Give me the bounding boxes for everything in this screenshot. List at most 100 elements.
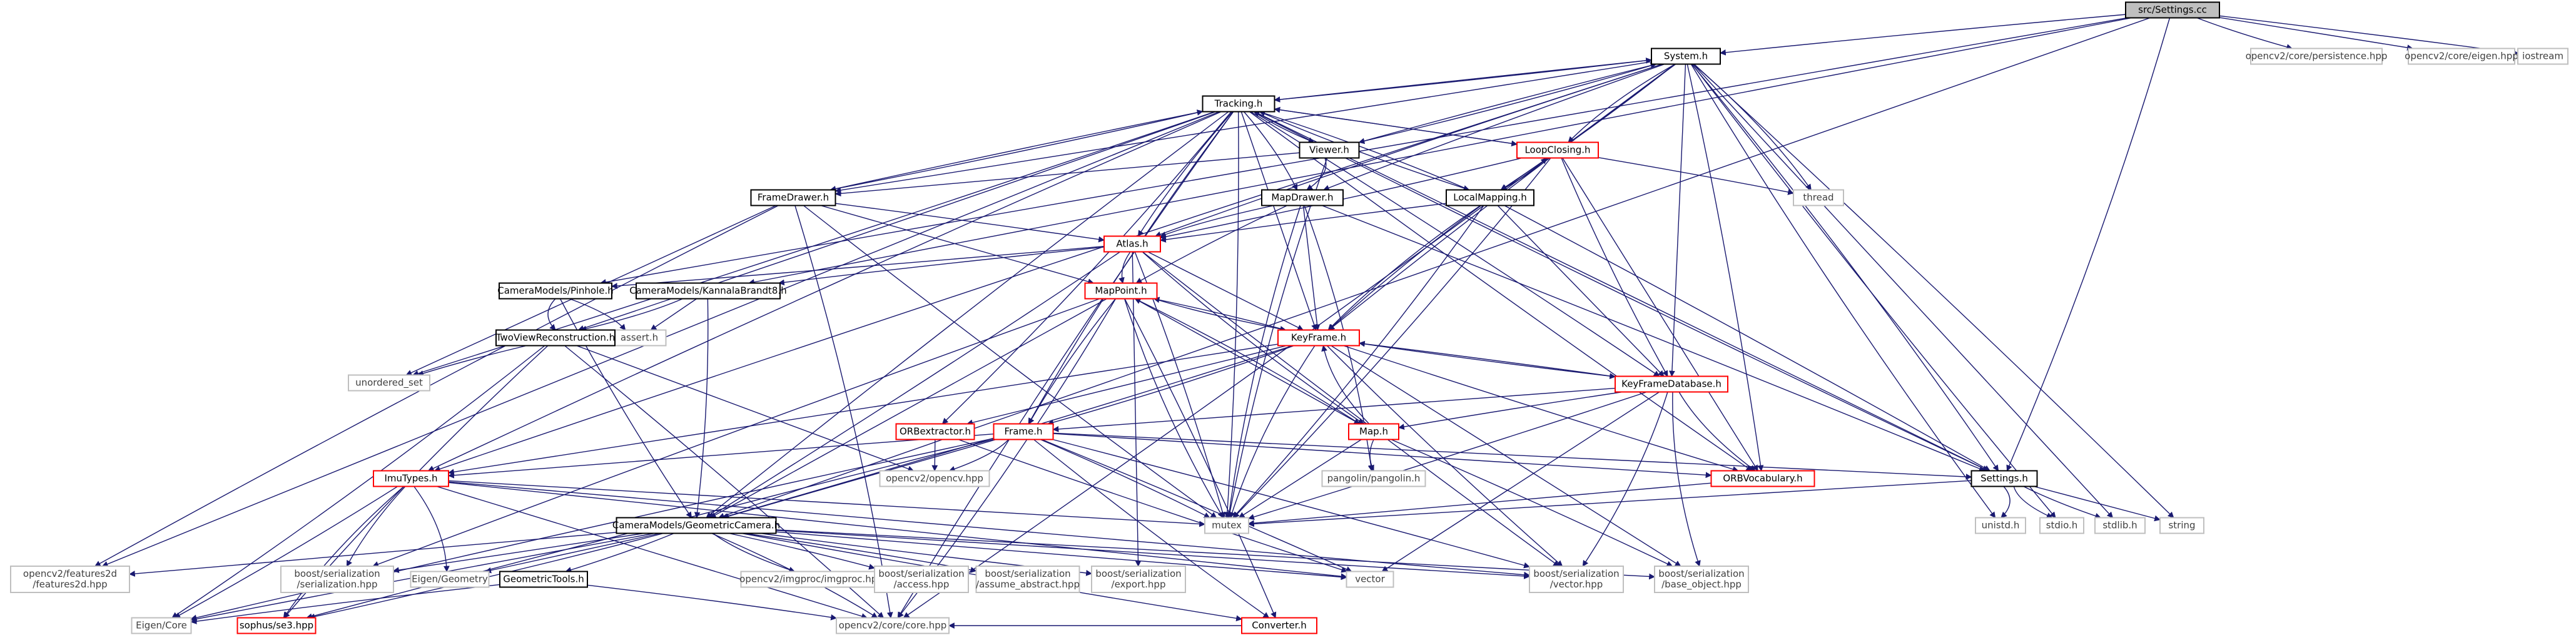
- node-label: TwoViewReconstruction.h: [495, 332, 615, 343]
- node-box: [2039, 517, 2084, 534]
- node-opencvhpp: opencv2/opencv.hpp: [879, 470, 990, 487]
- node-label: opencv2/opencv.hpp: [886, 473, 983, 484]
- node-label: unistd.h: [1982, 520, 2020, 531]
- edge-keyframe-to-bsvector: [1326, 345, 1563, 567]
- node-atlas[interactable]: Atlas.h: [1103, 235, 1161, 253]
- node-label: opencv2/core/core.hpp: [839, 620, 947, 631]
- edge-root-to-settings: [2006, 18, 2171, 472]
- edge-system-to-localmapping: [1500, 63, 1676, 191]
- node-label: stdio.h: [2046, 520, 2078, 531]
- node-box: [1299, 141, 1360, 159]
- node-keyframe[interactable]: KeyFrame.h: [1277, 329, 1360, 347]
- node-box: [616, 517, 777, 534]
- node-label: Settings.h: [1980, 473, 2028, 484]
- edge-campinhole-to-assert: [569, 298, 626, 331]
- edge-framedrawer-to-corehpp: [794, 205, 893, 619]
- node-orbvocab[interactable]: ORBVocabulary.h: [1710, 470, 1815, 487]
- node-box: [1241, 617, 1317, 634]
- node-label: MapPoint.h: [1095, 285, 1147, 297]
- edge-geometric-to-vector: [776, 531, 1347, 581]
- edge-map-to-keyframe: [1321, 345, 1370, 424]
- node-mapdrawer[interactable]: MapDrawer.h: [1261, 189, 1344, 206]
- node-geometric[interactable]: CameraModels/GeometricCamera.h: [612, 517, 780, 534]
- edge-loopclosing-to-kfdb: [1561, 158, 1668, 377]
- edge-loopclosing-to-atlas: [1160, 157, 1523, 240]
- node-mappoint[interactable]: MapPoint.h: [1084, 282, 1158, 300]
- node-settings[interactable]: Settings.h: [1970, 470, 2038, 487]
- edge-atlas-to-campinhole: [611, 245, 1105, 289]
- node-label: /features2d.hpp: [33, 579, 107, 590]
- edge-map-to-mappoint: [1134, 298, 1360, 425]
- edge-geometric-to-bsvector: [776, 530, 1530, 579]
- node-orbext[interactable]: ORBextractor.h: [895, 423, 975, 440]
- edge-root-to-geometric: [718, 17, 2151, 519]
- edge-tracking-to-atlas: [1137, 111, 1234, 237]
- edge-frame-to-bsvector: [1052, 439, 1530, 569]
- node-se3[interactable]: sophus/se3.hpp: [236, 617, 317, 634]
- edge-system-to-orbvocab: [1686, 64, 1764, 472]
- node-frame[interactable]: Frame.h: [993, 423, 1054, 440]
- node-box: [1970, 470, 2038, 487]
- edge-layer: [94, 14, 2518, 629]
- node-label: src/Settings.cc: [2138, 4, 2207, 16]
- node-label: /export.hpp: [1112, 579, 1166, 590]
- edge-imutypes-to-eigencore: [174, 485, 398, 619]
- node-geometrictools[interactable]: GeometricTools.h: [499, 571, 588, 588]
- edge-tracking-to-keyframe: [1240, 111, 1317, 331]
- node-box: [1204, 517, 1249, 534]
- edge-geometric-to-baseobject: [776, 529, 1655, 580]
- edge-system-to-loopclosing: [1568, 63, 1676, 143]
- node-unordered: unordered_set: [348, 374, 430, 392]
- node-box: [1793, 189, 1844, 206]
- node-viewer[interactable]: Viewer.h: [1299, 141, 1360, 159]
- edge-kfdb-to-vector: [1381, 391, 1660, 572]
- edge-map-to-pangolin: [1368, 439, 1374, 472]
- edge-geometric-to-se3: [308, 532, 664, 620]
- node-framedrawer[interactable]: FrameDrawer.h: [750, 189, 836, 206]
- node-label: LoopClosing.h: [1524, 145, 1590, 156]
- edge-tracking-to-mapdrawer: [1243, 111, 1298, 191]
- edge-camkb-to-assert: [650, 298, 697, 331]
- node-box: [1084, 282, 1158, 300]
- edge-viewer-to-system: [1359, 62, 1657, 143]
- edge-geometric-to-serialization: [393, 532, 644, 574]
- node-label: assert.h: [621, 332, 658, 343]
- edge-localmapping-to-kfdb: [1497, 205, 1665, 377]
- node-map[interactable]: Map.h: [1348, 423, 1399, 440]
- edge-atlas-to-keyframe: [1147, 251, 1304, 331]
- node-label: Viewer.h: [1309, 145, 1349, 156]
- node-imutypes[interactable]: ImuTypes.h: [373, 470, 449, 487]
- edge-framedrawer-to-features2d: [94, 205, 779, 567]
- node-twoview[interactable]: TwoViewReconstruction.h: [495, 329, 616, 347]
- node-loopclosing[interactable]: LoopClosing.h: [1516, 141, 1599, 159]
- node-tracking[interactable]: Tracking.h: [1202, 95, 1275, 113]
- edge-geometric-to-eigengeometry: [485, 532, 661, 574]
- node-localmapping[interactable]: LocalMapping.h: [1446, 189, 1534, 206]
- edge-geometric-to-features2d: [129, 532, 617, 577]
- edge-kfdb-to-bsvector: [1582, 392, 1668, 567]
- edge-mapdrawer-to-atlas: [1160, 205, 1274, 238]
- node-label: /serialization.hpp: [297, 579, 377, 590]
- edge-map-to-baseobject: [1391, 439, 1673, 567]
- node-box: [1651, 48, 1721, 65]
- node-camkb[interactable]: CameraModels/KannalaBrandt8.h: [629, 282, 787, 300]
- node-kfdb[interactable]: KeyFrameDatabase.h: [1615, 375, 1728, 393]
- node-box: [2408, 48, 2515, 65]
- edge-map-to-mutex: [1238, 439, 1362, 519]
- edge-keyframe-to-imutypes: [448, 343, 1279, 475]
- node-system[interactable]: System.h: [1651, 48, 1721, 65]
- edge-tracking-to-orbvocab: [1249, 111, 1753, 472]
- node-label: KeyFrameDatabase.h: [1621, 378, 1722, 390]
- node-converter[interactable]: Converter.h: [1241, 617, 1317, 634]
- node-label: CameraModels/GeometricCamera.h: [612, 520, 780, 531]
- node-serialization: boost/serialization/serialization.hpp: [280, 566, 394, 593]
- edge-tracking-to-settings: [1254, 111, 1989, 472]
- node-root[interactable]: src/Settings.cc: [2125, 1, 2220, 19]
- node-label: iostream: [2522, 51, 2563, 62]
- node-box: [348, 374, 430, 392]
- edge-settings-to-stdio: [2013, 486, 2053, 519]
- node-campinhole[interactable]: CameraModels/Pinhole.h: [497, 282, 614, 300]
- node-label: unordered_set: [355, 377, 423, 389]
- edge-system-to-stdlib: [1693, 64, 2114, 519]
